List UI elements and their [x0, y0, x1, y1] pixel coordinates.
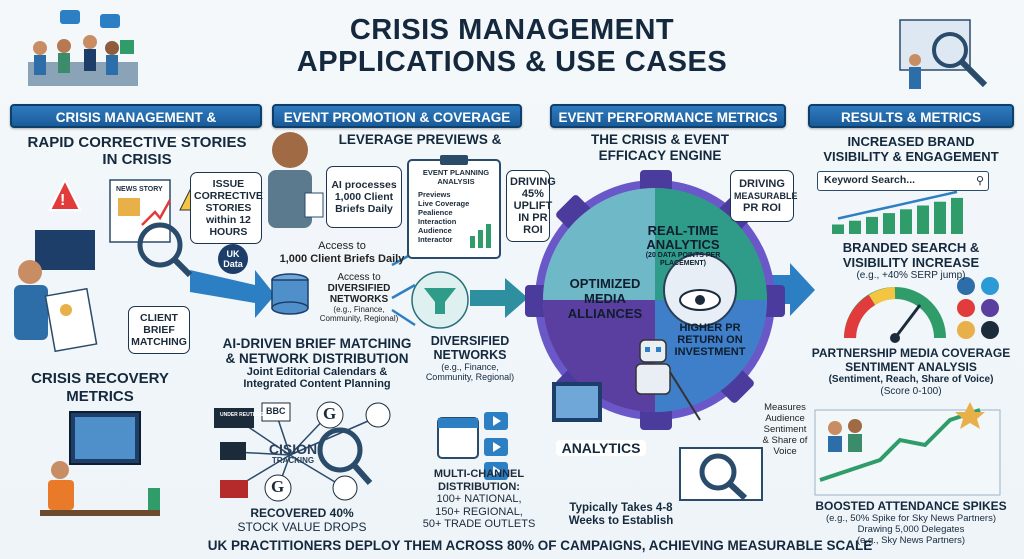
visibility-bar — [900, 209, 912, 234]
footer-caption: UK PRACTITIONERS DEPLOY THEM ACROSS 80% … — [207, 538, 873, 553]
guardian-logo-2: G — [271, 477, 285, 496]
analysis-list: Previews Live Coverage Pealience Interac… — [418, 190, 488, 244]
robot-illustration — [635, 339, 701, 421]
media-logo-network — [214, 401, 391, 502]
typically-takes: Typically Takes 4-8 Weeks to Establish — [568, 502, 674, 527]
realtime-analytics: REAL-TIME ANALYTICS (20 DATA POINTS PER … — [645, 223, 721, 268]
person-with-brief-illustration — [14, 260, 98, 353]
banner-results: RESULTS & METRICS — [808, 104, 1014, 128]
gear-engine — [525, 170, 785, 430]
measures-sentiment: Measures Audience Sentiment & Share of V… — [762, 402, 808, 457]
title-line-2: APPLICATIONS & USE CASES — [296, 46, 728, 78]
visibility-bar — [883, 213, 895, 234]
analytics-desk-illustration — [552, 382, 763, 501]
boosted-attendance-heading: BOOSTED ATTENDANCE SPIKES (e.g., 50% Spi… — [815, 499, 1007, 547]
funnel-illustration — [411, 271, 469, 329]
social-icons — [957, 277, 999, 339]
presenter-illustration — [268, 132, 324, 228]
flow-arrow-2 — [470, 278, 528, 318]
page-title: CRISIS MANAGEMENT APPLICATIONS & USE CAS… — [290, 14, 734, 78]
database-illustration — [271, 273, 309, 315]
multi-channel-distribution: MULTI-CHANNEL DISTRIBUTION: 100+ NATIONA… — [422, 468, 536, 530]
flow-arrow-1 — [190, 270, 275, 318]
banner-promotion: EVENT PROMOTION & COVERAGE — [272, 104, 522, 128]
uk-data-badge: UK Data — [218, 244, 248, 274]
keyword-search-input[interactable]: Keyword Search... ⚲ — [817, 171, 989, 191]
search-icon: ⚲ — [975, 175, 984, 187]
recovered-stock: RECOVERED 40% STOCK VALUE DROPS — [237, 506, 367, 534]
distribution-icons — [437, 412, 508, 480]
visibility-bar — [934, 201, 946, 234]
engine-heading: THE CRISIS & EVENT EFFICACY ENGINE — [590, 132, 730, 163]
analysis-item: Previews — [418, 190, 451, 199]
issue-corrective-note: ISSUE CORRECTIVE STORIES within 12 HOURS — [190, 172, 263, 244]
increased-brand-heading: INCREASED BRAND VISIBILITY & ENGAGEMENT — [823, 134, 999, 164]
diversified-networks-heading: DIVERSIFIED NETWORKS (e.g., Finance, Com… — [425, 334, 515, 382]
higher-pr-return: HIGHER PR RETURN ON INVESTMENT — [674, 322, 746, 358]
cision-tracking: CISION TRACKING — [268, 441, 318, 465]
leverage-heading: LEVERAGE PREVIEWS & — [338, 132, 502, 147]
branded-search-heading: BRANDED SEARCH & VISIBILITY INCREASE (e.… — [842, 240, 980, 281]
connector-arrows — [391, 253, 416, 327]
svg-text:!: ! — [60, 192, 65, 209]
title-line-1: CRISIS MANAGEMENT — [349, 14, 675, 46]
banner-crisis: CRISIS MANAGEMENT & RECALIBRATION — [10, 104, 262, 149]
ai-processes-note: AI processes 1,000 Client Briefs Daily — [326, 166, 402, 228]
driving-uplift-note: DRIVING 45% UPLIFT IN PR ROI — [506, 170, 556, 242]
sentiment-gauge — [844, 287, 946, 343]
banner-performance: EVENT PERFORMANCE METRICS — [550, 104, 786, 128]
guardian-logo: G — [323, 404, 337, 423]
visibility-bar — [832, 224, 844, 234]
driving-roi-note: DRIVING MEASURABLE PR ROI — [730, 170, 798, 222]
rapid-corrective-heading: RAPID CORRECTIVE STORIES IN CRISIS — [27, 134, 247, 168]
analysis-item: Pealience Interaction — [418, 208, 457, 226]
reuters-logo: UNDER REUTERS — [220, 412, 264, 418]
visibility-trend-line — [837, 190, 958, 220]
analysis-item: Audience Interactor — [418, 226, 453, 244]
news-story-label: NEWS STORY — [116, 186, 163, 193]
optimized-media-alliances: OPTIMIZED MEDIA ALLIANCES — [567, 276, 643, 321]
analytics-label: ANALYTICS — [556, 440, 646, 456]
visibility-bar — [849, 220, 861, 234]
visibility-bar — [951, 197, 963, 234]
client-brief-note: CLIENT BRIEF MATCHING — [128, 306, 190, 354]
access-briefs: Access to 1,000 Client Briefs Daily — [279, 240, 405, 265]
workstation-illustration — [40, 411, 160, 516]
visibility-bar — [917, 205, 929, 234]
visibility-bar — [866, 216, 878, 234]
crisis-recovery-heading: CRISIS RECOVERY METRICS — [31, 370, 169, 405]
ai-driven-heading: AI-DRIVEN BRIEF MATCHING & NETWORK DISTR… — [222, 336, 412, 390]
analysis-item: Live Coverage — [418, 199, 470, 208]
bbc-logo: BBC — [266, 406, 286, 416]
attendance-chart-illustration — [814, 402, 1001, 496]
partnership-coverage-heading: PARTNERSHIP MEDIA COVERAGE SENTIMENT ANA… — [811, 346, 1011, 397]
team-meeting-illustration — [28, 10, 138, 86]
access-networks: Access to DIVERSIFIED NETWORKS (e.g., Fi… — [319, 272, 399, 323]
analyst-illustration — [899, 19, 988, 89]
analysis-title: EVENT PLANNING ANALYSIS — [422, 168, 490, 186]
clipboard-illustration — [407, 155, 501, 259]
